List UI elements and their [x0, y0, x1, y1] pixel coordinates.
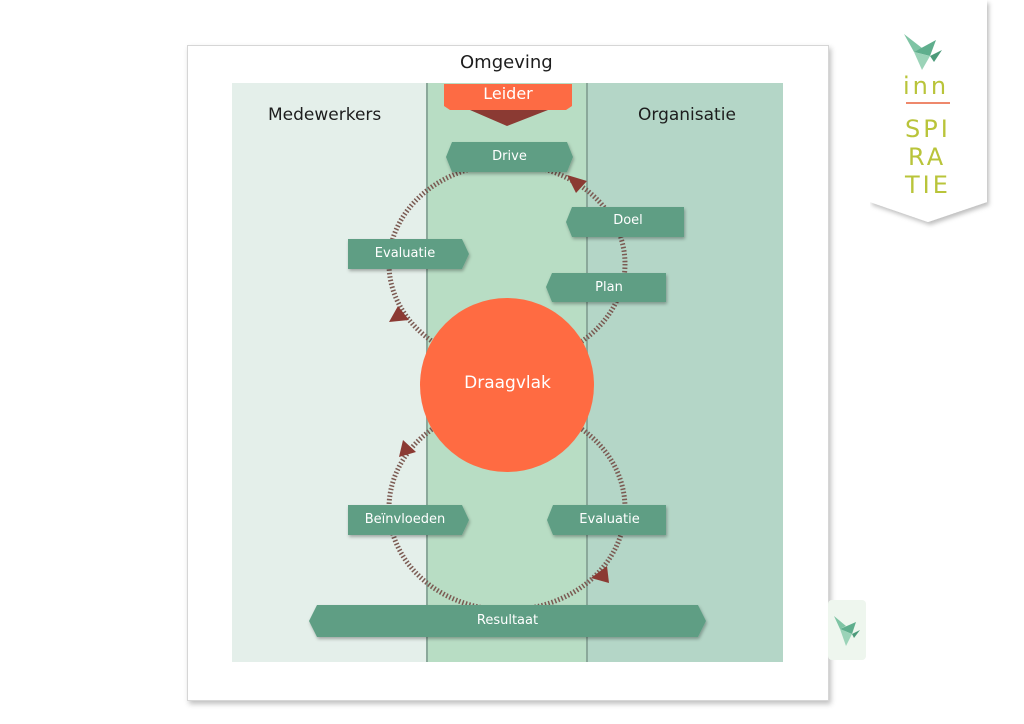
logo-line-ra: RA	[908, 143, 947, 171]
tag-resultaat	[309, 605, 706, 637]
logo-line-inn: inn	[903, 72, 950, 100]
tag-doel-label: Doel	[613, 213, 643, 228]
loop-arrow-top-left	[389, 306, 409, 322]
tag-beinvloeden-label: Beïnvloeden	[364, 512, 446, 527]
leader-down-arrow	[470, 110, 548, 126]
tag-evaluatie-top-label: Evaluatie	[374, 246, 436, 261]
draagvlak-circle	[420, 298, 594, 472]
small-bird-icon	[834, 616, 860, 646]
center-label: Draagvlak	[464, 373, 551, 393]
panel-organisatie	[587, 83, 783, 662]
tag-plan-label: Plan	[595, 280, 623, 295]
tag-drive	[446, 142, 573, 172]
logo-line-spi: SPI	[905, 115, 951, 143]
panel-medewerkers	[232, 83, 427, 662]
small-logo	[828, 600, 866, 660]
column-title-organisatie: Organisatie	[638, 105, 736, 125]
tag-evaluatie-top	[348, 239, 469, 269]
tag-drive-label: Drive	[492, 149, 527, 164]
bird-icon	[904, 34, 942, 70]
tag-beinvloeden	[348, 505, 469, 535]
leader-banner	[444, 84, 572, 110]
diagram-title: Omgeving	[460, 52, 553, 73]
column-title-medewerkers: Medewerkers	[268, 105, 382, 125]
tag-doel	[566, 207, 684, 237]
logo-banner	[870, 0, 987, 222]
logo-line-tie: TIE	[905, 171, 951, 199]
tag-plan	[546, 273, 666, 302]
leader-label: Leider	[483, 84, 533, 103]
tag-resultaat-label: Resultaat	[476, 613, 539, 628]
top-loop	[386, 161, 628, 367]
tag-evaluatie-bottom	[547, 505, 666, 535]
loop-arrow-bottom-left	[399, 440, 416, 457]
loop-arrow-top-right	[567, 175, 587, 193]
loop-arrow-bottom-right	[591, 566, 609, 583]
tag-evaluatie-bottom-label: Evaluatie	[579, 512, 640, 527]
